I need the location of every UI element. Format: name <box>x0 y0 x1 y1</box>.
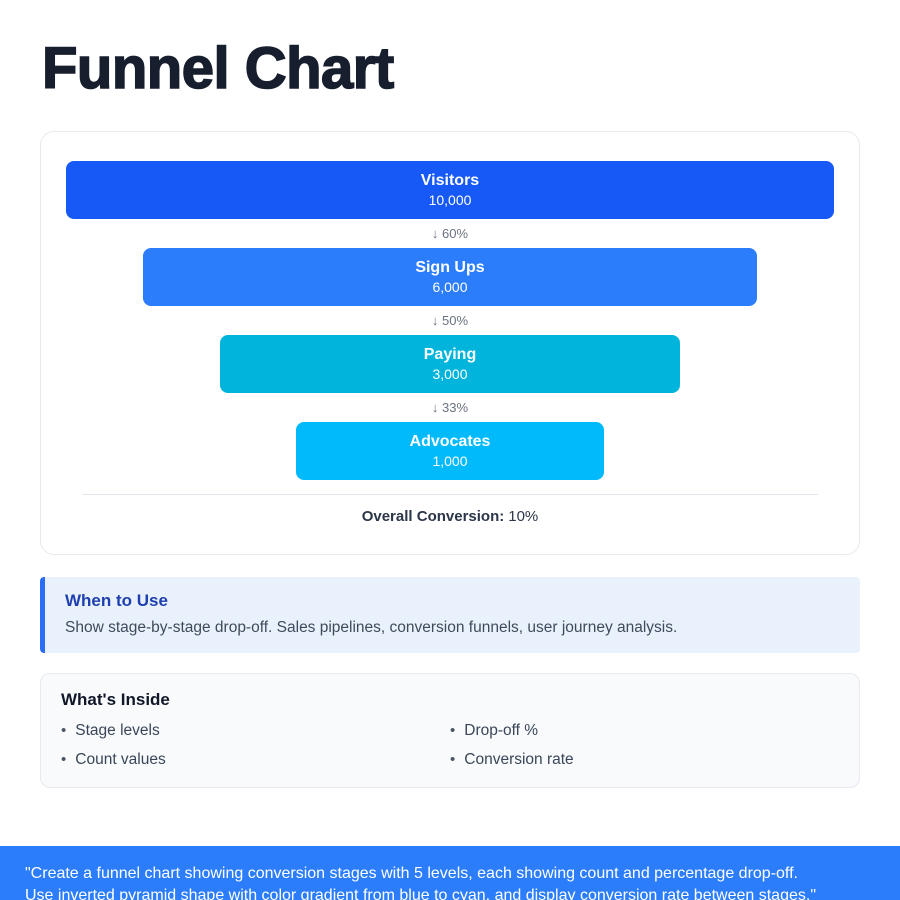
bullet-icon: • <box>61 722 67 740</box>
prompt-quote-line-2: Use inverted pyramid shape with color gr… <box>25 887 816 900</box>
card-divider <box>82 493 818 495</box>
list-item-label: Drop-off % <box>464 721 539 739</box>
prompt-quote-line-1: "Create a funnel chart showing conversio… <box>25 865 798 882</box>
list-item-label: Conversion rate <box>464 750 574 768</box>
stage-label: Advocates <box>409 432 491 450</box>
funnel-stage-signups: Sign Ups 6,000 <box>142 247 758 306</box>
stage-value: 3,000 <box>432 365 468 382</box>
bullet-icon: • <box>61 751 67 769</box>
dropoff-label-3: ↓ 33% <box>431 399 469 415</box>
when-to-use-body: Show stage-by-stage drop-off. Sales pipe… <box>65 618 678 636</box>
list-item: • Drop-off % <box>450 722 839 740</box>
when-to-use-callout: When to Use Show stage-by-stage drop-off… <box>40 576 860 653</box>
whats-inside-panel: What's Inside • Stage levels • Drop-off … <box>40 672 860 788</box>
list-item: • Conversion rate <box>450 751 839 769</box>
when-to-use-title: When to Use <box>65 590 168 610</box>
overall-conversion-value: 10% <box>508 507 539 525</box>
stage-value: 1,000 <box>432 452 468 469</box>
dropoff-label-2: ↓ 50% <box>431 312 469 328</box>
funnel-stage-advocates: Advocates 1,000 <box>296 421 604 480</box>
stage-value: 6,000 <box>432 278 468 295</box>
funnel-stage-paying: Paying 3,000 <box>219 334 681 393</box>
dropoff-label-1: ↓ 60% <box>431 225 469 241</box>
bullet-icon: • <box>450 751 456 769</box>
funnel-stage-visitors: Visitors 10,000 <box>66 160 834 219</box>
whats-inside-list: • Stage levels • Drop-off % • Count valu… <box>61 722 839 769</box>
page-title: Funnel Chart <box>41 35 395 102</box>
overall-conversion-label: Overall Conversion: <box>361 507 505 525</box>
prompt-quote-banner: "Create a funnel chart showing conversio… <box>0 846 900 900</box>
list-item: • Count values <box>61 751 450 769</box>
whats-inside-title: What's Inside <box>61 689 170 709</box>
funnel-chart-card: Visitors 10,000 ↓ 60% Sign Ups 6,000 ↓ 5… <box>40 130 860 555</box>
overall-conversion: Overall Conversion:10% <box>362 508 539 525</box>
list-item: • Stage levels <box>61 722 450 740</box>
stage-label: Paying <box>423 345 477 363</box>
stage-label: Visitors <box>420 171 480 189</box>
stage-label: Sign Ups <box>415 258 485 276</box>
bullet-icon: • <box>450 722 456 740</box>
list-item-label: Stage levels <box>75 721 160 739</box>
stage-value: 10,000 <box>428 191 472 208</box>
list-item-label: Count values <box>75 750 166 768</box>
funnel-chart: Visitors 10,000 ↓ 60% Sign Ups 6,000 ↓ 5… <box>66 160 834 480</box>
